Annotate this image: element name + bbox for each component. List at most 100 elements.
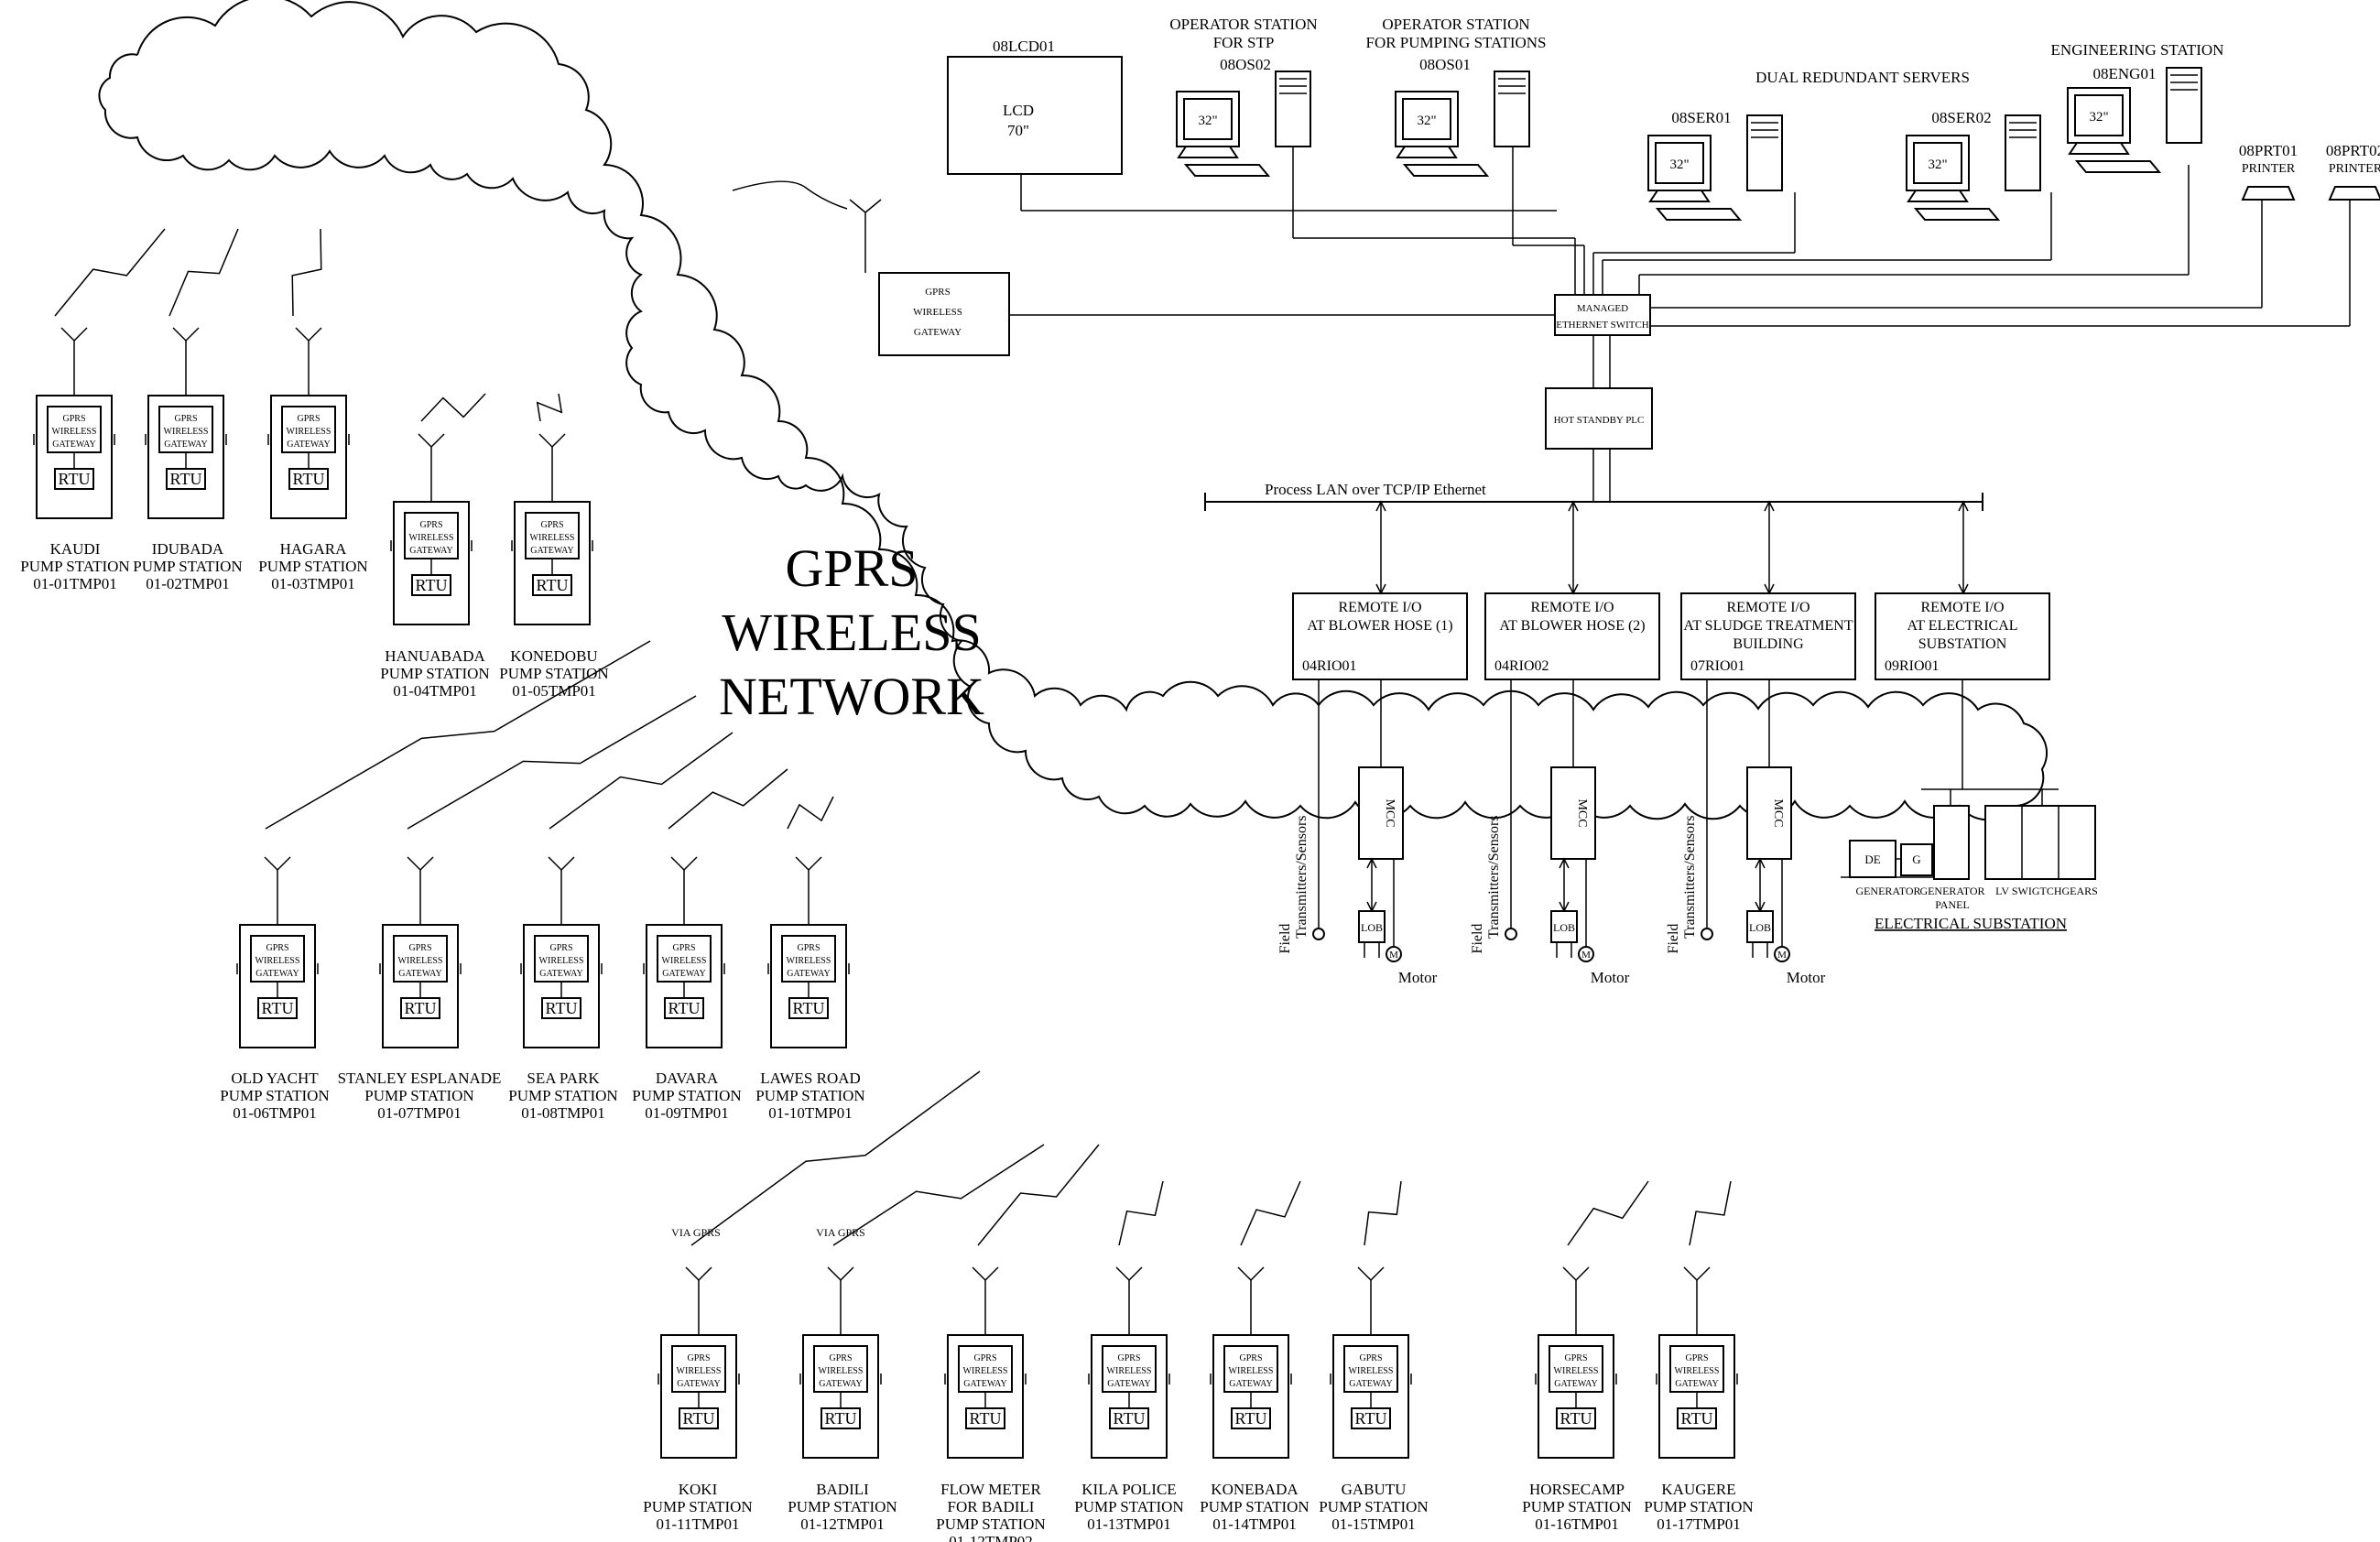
rtu-label: RTU	[405, 999, 437, 1017]
antenna-arm-left	[849, 199, 866, 213]
station-label-line2: FOR BADILI	[948, 1498, 1035, 1515]
os-ps-tag: 08OS01	[1419, 56, 1471, 73]
lob-box	[1358, 910, 1386, 943]
keyboard-icon	[1655, 208, 1743, 221]
radio-link-sea-park	[549, 732, 734, 830]
lob-arrow-up	[1559, 857, 1570, 869]
rio-label-line2: AT ELECTRICAL	[1907, 618, 2017, 634]
operator-station-stp: 32"	[1176, 71, 1311, 177]
gateway-label-line3: GATEWAY	[963, 1379, 1006, 1389]
eng-tag: 08ENG01	[2093, 65, 2157, 82]
antenna-arm-right	[1696, 1266, 1711, 1281]
remote-io-rio1: REMOTE I/OAT BLOWER HOSE (1)04RIO01Field…	[1277, 500, 1468, 986]
gateway-box	[1669, 1345, 1724, 1393]
gateway-label-line2: WIRELESS	[819, 1366, 864, 1376]
antenna-arm-left	[264, 856, 278, 871]
motor-icon	[1386, 946, 1402, 962]
antenna-icon	[418, 433, 445, 511]
os-ps-label-line1: OPERATOR STATION	[1382, 16, 1529, 33]
gateway-label-line2: WIRELESS	[662, 956, 707, 966]
gateway-label-line1: GPRS	[1685, 1353, 1708, 1363]
rio-label-line3: SUBSTATION	[1918, 636, 2007, 652]
lob-box	[1550, 910, 1578, 943]
monitor-size-label: 32"	[1928, 157, 1947, 172]
rtu-box	[788, 997, 829, 1019]
antenna-icon	[548, 856, 575, 934]
antenna-arm-right	[1575, 1266, 1590, 1281]
station-label-line2: PUMP STATION	[364, 1087, 473, 1104]
gateway-box	[781, 935, 836, 983]
station-label-line1: KILA POLICE	[1081, 1481, 1176, 1498]
station-label-line3: 01-02TMP01	[146, 575, 230, 592]
radio-link-kila-police	[1118, 1180, 1164, 1246]
station-label-line1: FLOW METER	[940, 1481, 1041, 1498]
antenna-arm-left	[827, 1266, 842, 1281]
rtu: RTU	[788, 997, 829, 1019]
antenna-arm-left	[685, 1266, 700, 1281]
monitor-size-label: 32"	[1669, 157, 1689, 172]
antenna-arm-left	[172, 327, 187, 342]
gateway-label-line1: GPRS	[687, 1353, 710, 1363]
monitor-screen	[2074, 94, 2124, 136]
station-label-line3: PUMP STATION	[936, 1515, 1045, 1533]
tower-case	[1275, 71, 1311, 147]
gateway-label-line2: WIRELESS	[398, 956, 443, 966]
gateway-label-line2: WIRELESS	[409, 533, 454, 543]
printer-label: PRINTER	[2242, 162, 2296, 176]
monitor-icon: 32"	[1176, 91, 1240, 158]
lob-arrow-up	[1366, 857, 1377, 869]
antenna-icon	[538, 433, 566, 511]
os-ps-label-line2: FOR PUMPING STATIONS	[1365, 34, 1546, 51]
engineering-station: 32"	[2067, 67, 2202, 173]
rtu-label: RTU	[668, 999, 701, 1017]
station-label-line1: HANUABADA	[385, 647, 485, 665]
antenna-icon	[1683, 1266, 1711, 1344]
antenna-arm-left	[1237, 1266, 1252, 1281]
remote-io-box	[1292, 592, 1468, 680]
radio-link-old-yacht	[265, 640, 651, 830]
antenna-arm-right	[864, 199, 882, 213]
monitor-icon: 32"	[2067, 87, 2131, 155]
radio-link-koki	[690, 1070, 981, 1246]
antenna-arm-left	[60, 327, 75, 342]
station-label-line3: 01-10TMP01	[768, 1104, 853, 1122]
station-label-line3: 01-15TMP01	[1331, 1515, 1416, 1533]
gateway-box	[878, 272, 1010, 356]
station-label-line2: PUMP STATION	[1200, 1498, 1309, 1515]
gateway-box	[534, 935, 589, 983]
gateway-box	[1343, 1345, 1398, 1393]
rtu-label: RTU	[683, 1409, 715, 1428]
rtu-label: RTU	[546, 999, 578, 1017]
rtu-label: RTU	[170, 470, 202, 488]
process-lan-label: Process LAN over TCP/IP Ethernet	[1265, 481, 1486, 498]
antenna-icon	[295, 327, 322, 405]
motor-label: Motor	[1398, 969, 1438, 986]
station-label-line3: 01-04TMP01	[393, 682, 477, 700]
rtu: RTU	[1109, 1407, 1149, 1429]
rtu-box	[1556, 1407, 1596, 1429]
gateway-label-line3: GATEWAY	[539, 969, 582, 979]
antenna-icon	[685, 1266, 712, 1344]
gateway-label-line1: GPRS	[174, 414, 197, 424]
monitor-base	[1177, 146, 1239, 158]
radio-link-gabutu	[1364, 1180, 1402, 1246]
gateway-label-line1: GPRS	[829, 1353, 852, 1363]
local-operating-box: LOB	[1358, 910, 1386, 958]
rtu-label: RTU	[1355, 1409, 1387, 1428]
field-label-1: Field	[1666, 924, 1681, 954]
antenna-arm-right	[698, 1266, 712, 1281]
rtu-box	[1109, 1407, 1149, 1429]
rio-label-line1: REMOTE I/O	[1338, 600, 1421, 615]
gateway-label-line2: WIRELESS	[787, 956, 831, 966]
station-label-line2: PUMP STATION	[380, 665, 489, 682]
